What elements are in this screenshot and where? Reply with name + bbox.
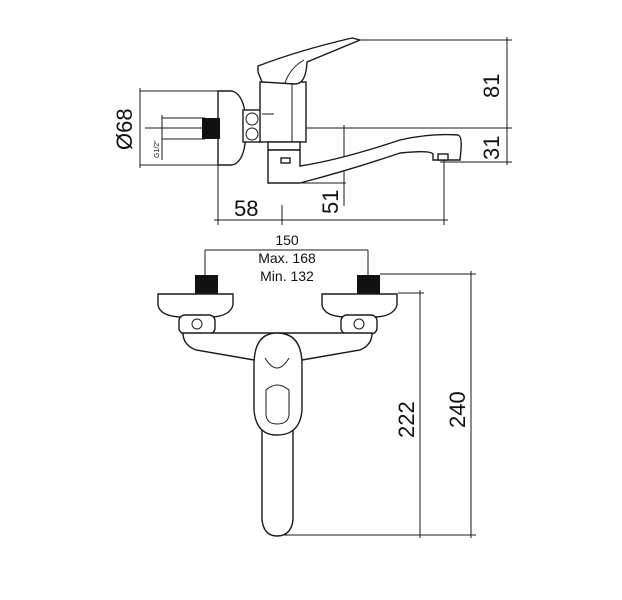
nut-side <box>242 109 263 143</box>
dim-150-label: 150 <box>275 232 299 248</box>
dim-thread-label: G1/2" <box>154 140 161 158</box>
dim-min-label: Min. 132 <box>260 268 314 284</box>
lever-grip <box>265 384 290 425</box>
dim-240-label: 240 <box>445 391 470 428</box>
nut-right <box>340 314 378 335</box>
escutcheon-right <box>321 293 398 318</box>
nut-left <box>178 314 216 335</box>
dim-max-label: Max. 168 <box>258 250 316 266</box>
thread-right <box>357 275 380 294</box>
mixer-body-side <box>259 81 307 143</box>
thread-left <box>195 275 218 294</box>
spout-side <box>267 133 462 184</box>
front-view <box>157 249 476 538</box>
dim-diameter-label: Ø68 <box>112 108 137 150</box>
thread-connector <box>202 118 220 139</box>
mixer-body-front <box>253 332 303 436</box>
escutcheon-side <box>217 90 247 166</box>
dim-58-label: 58 <box>234 196 258 221</box>
escutcheon-left <box>157 293 234 318</box>
dim-81-label: 81 <box>479 74 504 98</box>
side-view <box>139 37 512 225</box>
lever-side <box>257 37 363 85</box>
dim-51-label: 51 <box>318 190 343 214</box>
dim-222-label: 222 <box>394 401 419 438</box>
dim-31-label: 31 <box>479 136 504 160</box>
lever-front <box>261 419 294 537</box>
dimension-lines-front <box>204 249 476 538</box>
spout-collar <box>267 141 301 151</box>
